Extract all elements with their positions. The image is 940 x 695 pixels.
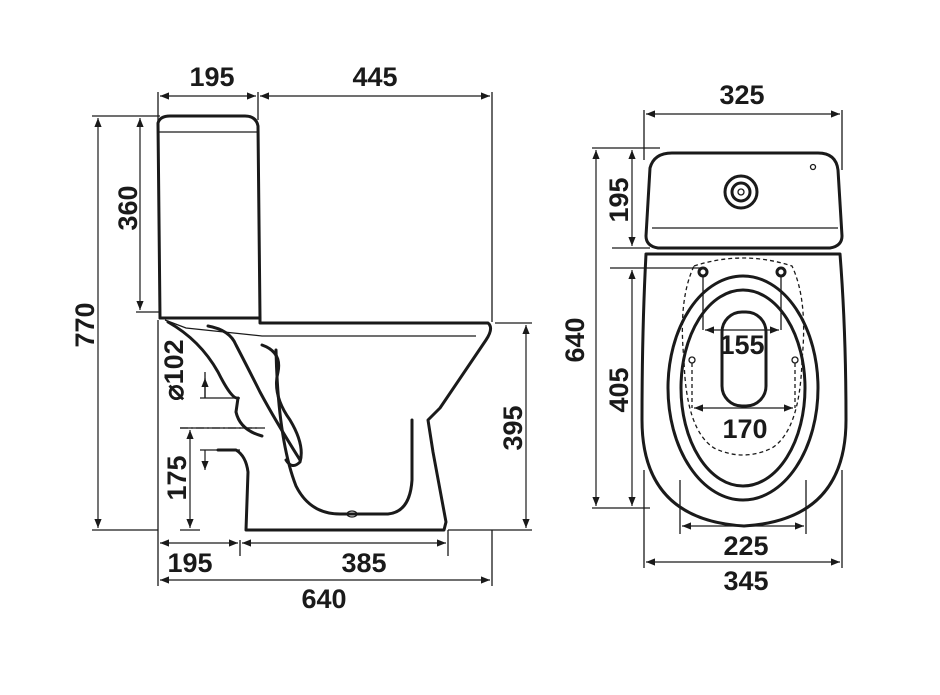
seat-rim-inner bbox=[679, 288, 807, 488]
cistern-outline bbox=[156, 114, 262, 320]
dim-tank-depth: 195 bbox=[189, 62, 234, 92]
bowl-inner bbox=[274, 348, 414, 516]
dim-total-length: 640 bbox=[301, 584, 346, 614]
hinge-hole-right bbox=[775, 266, 787, 278]
flush-button-outer bbox=[723, 174, 759, 210]
dim-rim-depth: 405 bbox=[604, 367, 634, 412]
seat-dashed-outline bbox=[681, 257, 805, 456]
trapway-outline bbox=[166, 320, 264, 438]
dim-outlet-to-front: 385 bbox=[341, 548, 386, 578]
flush-button-center bbox=[737, 188, 745, 196]
dim-bowl-width: 345 bbox=[723, 566, 768, 596]
dim-bowl-projection: 445 bbox=[352, 62, 397, 92]
side-view: 195 445 360 770 ⌀102 175 395 195 385 640 bbox=[70, 62, 532, 614]
tank-small-mark bbox=[809, 163, 817, 171]
hinge-hole-left bbox=[697, 266, 709, 278]
dim-tank-height: 360 bbox=[113, 185, 143, 230]
fixing-hole-left bbox=[688, 356, 696, 364]
dim-base-width: 225 bbox=[723, 531, 768, 561]
dim-tank-front-depth: 195 bbox=[604, 177, 634, 222]
dim-seat-height: 395 bbox=[498, 405, 528, 450]
dim-outlet-diameter: ⌀102 bbox=[159, 339, 189, 400]
dim-top-length: 640 bbox=[560, 317, 590, 362]
trap-curve bbox=[260, 343, 303, 467]
top-view: 325 195 640 405 155 170 225 345 bbox=[560, 80, 848, 596]
flush-button-inner bbox=[730, 181, 752, 203]
dim-rear-to-outlet: 195 bbox=[167, 548, 212, 578]
dim-inner-width: 170 bbox=[722, 414, 767, 444]
dim-total-height: 770 bbox=[70, 302, 100, 347]
dim-hinge-spacing: 155 bbox=[719, 330, 764, 360]
seat-rim-outer bbox=[666, 274, 820, 502]
fixing-hole-right bbox=[791, 356, 799, 364]
dim-outlet-height: 175 bbox=[162, 455, 192, 500]
cistern-top-outline bbox=[644, 151, 844, 250]
trapway-inner bbox=[206, 324, 302, 462]
dim-top-width: 325 bbox=[719, 80, 764, 110]
drain-hole bbox=[346, 510, 358, 518]
bowl-outline bbox=[158, 316, 493, 532]
